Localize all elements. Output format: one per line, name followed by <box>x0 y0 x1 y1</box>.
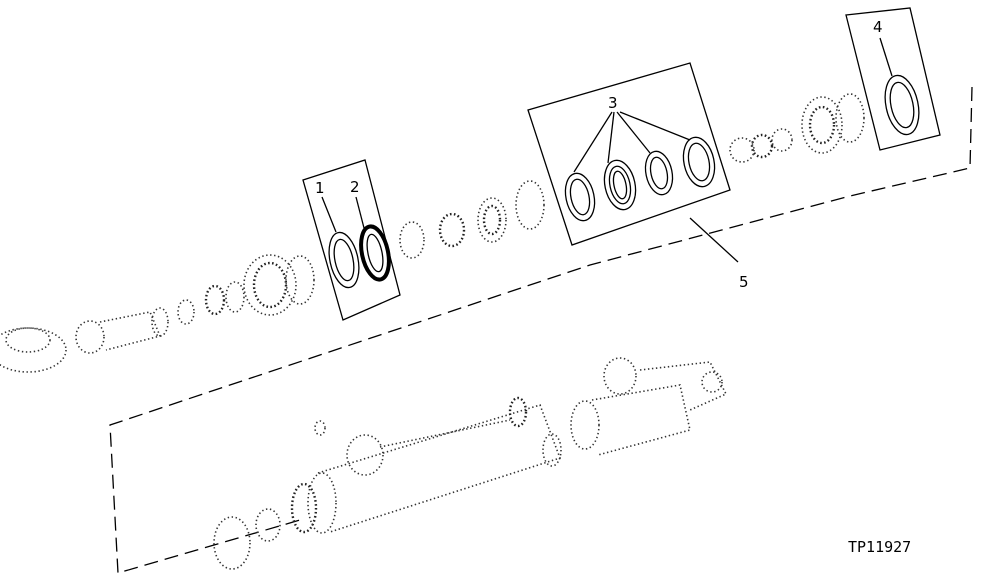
seal-kit-box-left <box>302 159 401 321</box>
callout-3: 3 <box>608 94 618 112</box>
seal-kit-box-center <box>527 62 731 246</box>
cylinder-assembly-outline <box>109 86 973 574</box>
piston-rod-parts <box>0 93 865 373</box>
figure-id: TP11927 <box>848 538 911 556</box>
callout-1: 1 <box>315 179 325 197</box>
seal-kit-box-right <box>845 7 941 151</box>
cylinder-barrel-parts <box>213 357 728 570</box>
callout-4: 4 <box>873 18 883 36</box>
callout-5-leader <box>689 217 739 263</box>
callout-5: 5 <box>739 273 749 291</box>
callout-2: 2 <box>350 178 360 196</box>
